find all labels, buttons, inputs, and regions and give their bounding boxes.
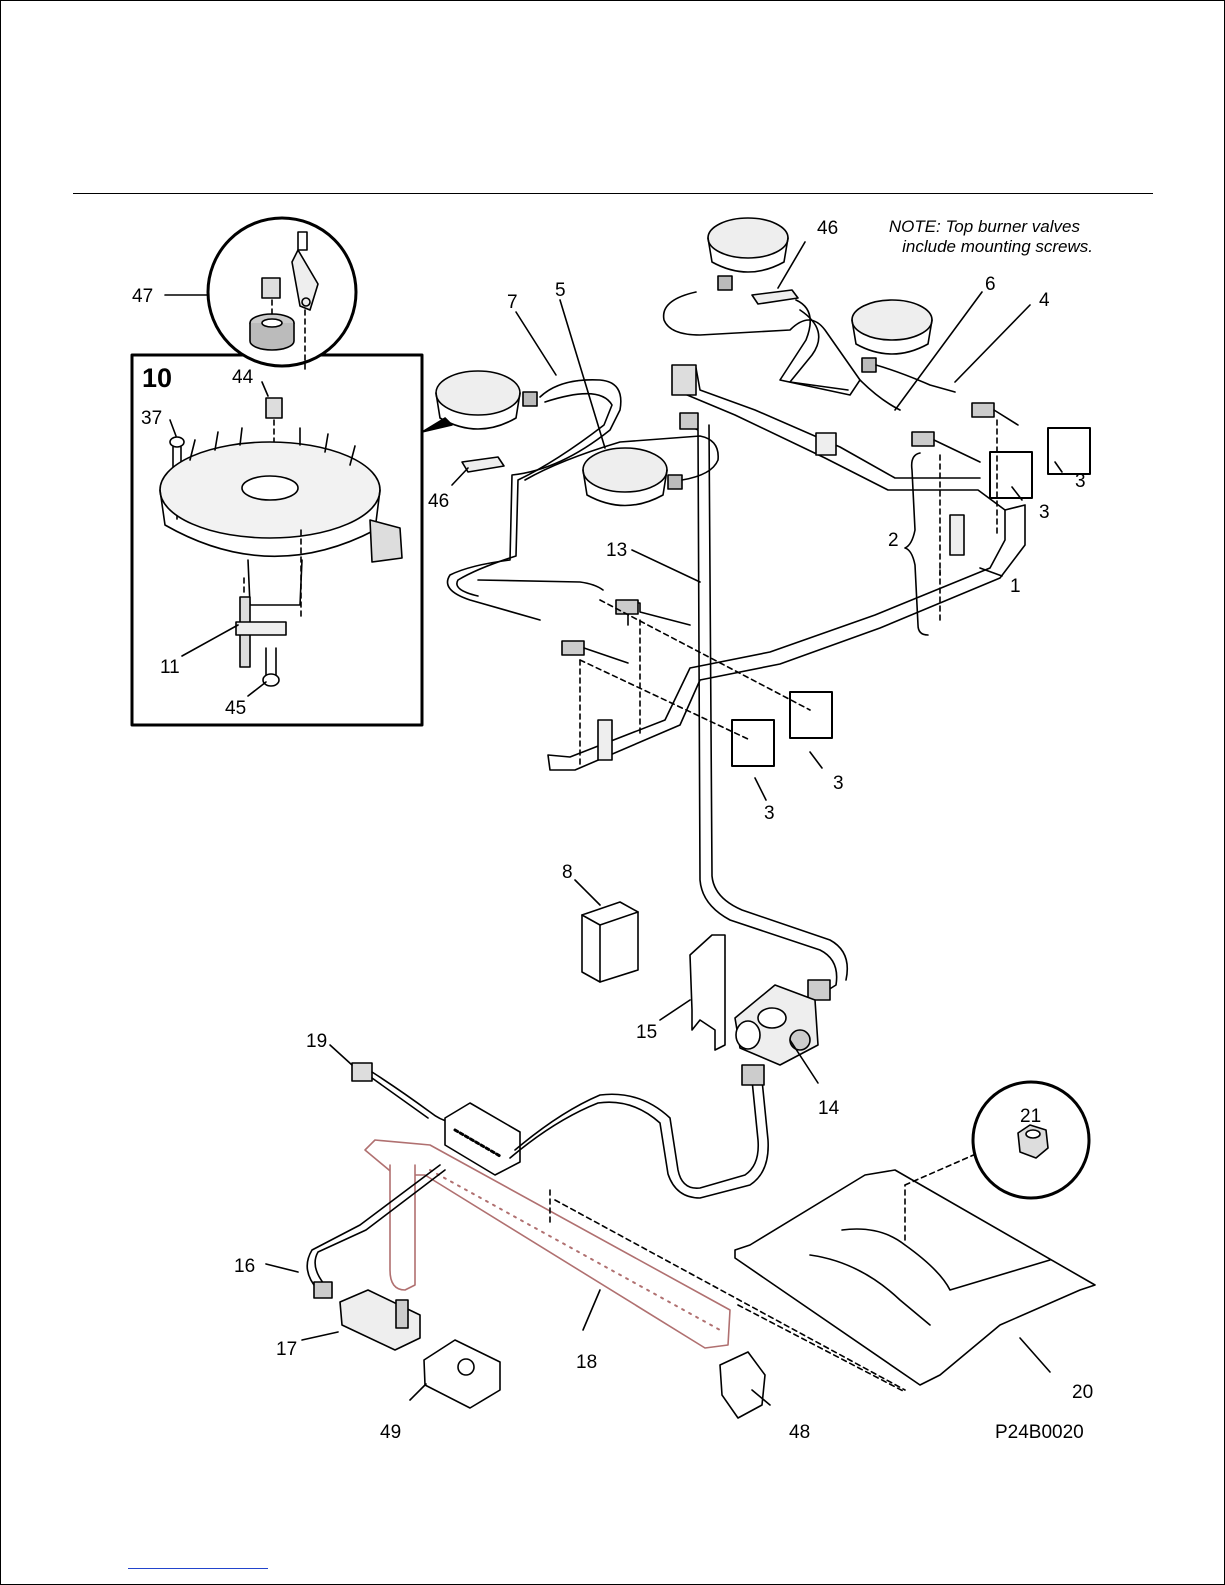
callout-3-c: 3 bbox=[833, 773, 844, 794]
top-burner-back-right bbox=[852, 300, 932, 372]
bracket-46-left bbox=[462, 457, 504, 472]
callout-17: 17 bbox=[276, 1339, 297, 1360]
oven-burner-head bbox=[160, 428, 402, 605]
callout-37: 37 bbox=[141, 408, 162, 429]
callout-49: 49 bbox=[380, 1422, 401, 1443]
igniter-tube bbox=[515, 1080, 758, 1188]
callout-8: 8 bbox=[562, 862, 573, 883]
note-line-1: NOTE: Top burner valves bbox=[889, 217, 1081, 236]
part-44 bbox=[266, 398, 282, 418]
screw-45 bbox=[263, 648, 279, 686]
callout-3-b: 3 bbox=[1039, 502, 1050, 523]
valve-17 bbox=[340, 1290, 420, 1350]
callout-13: 13 bbox=[606, 540, 627, 561]
top-burner-left bbox=[436, 371, 537, 429]
tube-16 bbox=[307, 1165, 440, 1290]
callout-48: 48 bbox=[789, 1422, 810, 1443]
part-11 bbox=[236, 597, 286, 667]
footer-link-underline bbox=[128, 1568, 268, 1569]
top-burner-center bbox=[583, 448, 682, 506]
callout-5: 5 bbox=[555, 280, 566, 301]
manifold-1 bbox=[548, 365, 1025, 770]
top-burner-back-left bbox=[708, 218, 788, 290]
callout-7: 7 bbox=[507, 292, 518, 313]
figure-code: P24B0020 bbox=[995, 1422, 1084, 1443]
bracket-15 bbox=[690, 935, 725, 1050]
callout-6: 6 bbox=[985, 274, 996, 295]
callout-3-d: 3 bbox=[764, 803, 775, 824]
callout-46-top: 46 bbox=[817, 218, 838, 239]
callout-1: 1 bbox=[1010, 576, 1021, 597]
callout-18: 18 bbox=[576, 1352, 597, 1373]
callout-3-a: 3 bbox=[1075, 471, 1086, 492]
callout-44: 44 bbox=[232, 367, 254, 388]
callout-46-left: 46 bbox=[428, 491, 449, 512]
note-line-2: include mounting screws. bbox=[902, 237, 1093, 256]
ignition-module-8 bbox=[582, 902, 638, 982]
regulator-14 bbox=[735, 985, 818, 1065]
callout-11: 11 bbox=[160, 657, 180, 678]
callout-21: 21 bbox=[1020, 1106, 1041, 1127]
callout-45: 45 bbox=[225, 698, 246, 719]
baffle-20 bbox=[735, 1170, 1095, 1385]
inset-title: 10 bbox=[142, 363, 172, 393]
callout-2: 2 bbox=[888, 530, 899, 551]
callout-20: 20 bbox=[1072, 1382, 1093, 1403]
bracket-46-top bbox=[752, 290, 798, 304]
callout-47: 47 bbox=[132, 286, 153, 307]
callout-14: 14 bbox=[818, 1098, 840, 1119]
callout-19: 19 bbox=[306, 1031, 327, 1052]
callout-16: 16 bbox=[234, 1256, 255, 1277]
callout-4: 4 bbox=[1039, 290, 1050, 311]
bracket-48 bbox=[720, 1352, 765, 1418]
callout-15: 15 bbox=[636, 1022, 657, 1043]
